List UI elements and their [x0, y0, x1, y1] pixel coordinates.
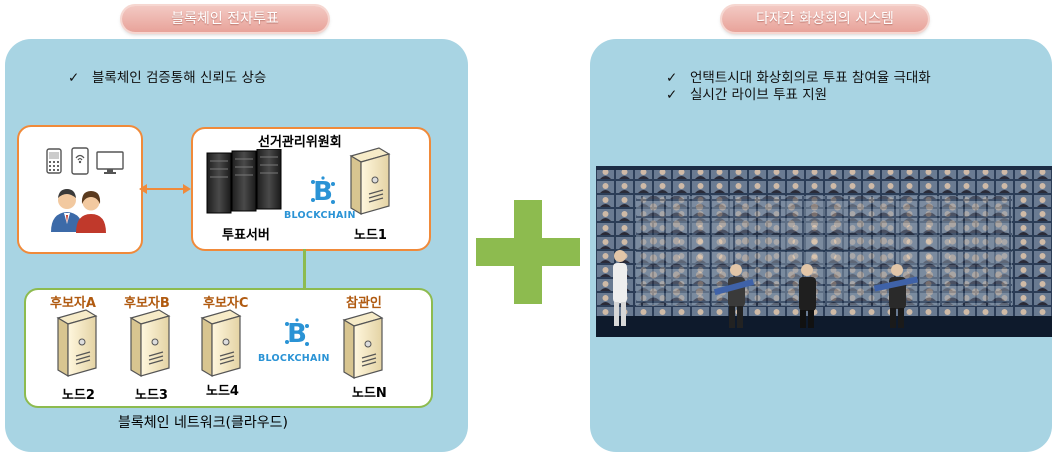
nodeN-label: 노드N [352, 386, 387, 401]
node3-server-icon [129, 309, 171, 378]
check-icon: ✓ [666, 70, 678, 86]
vote-server-label: 투표서버 [222, 228, 270, 243]
node4-server-icon [200, 309, 242, 378]
svg-text:B: B [287, 319, 307, 348]
connection-arrow [139, 184, 191, 194]
node1-server-icon [349, 147, 391, 216]
blockchain-label-top: BLOCKCHAIN [284, 210, 356, 221]
svg-text:B: B [313, 177, 333, 206]
left-title-pill: 블록체인 전자투표 [122, 6, 328, 32]
right-bullet-2: ✓실시간 라이브 투표 지원 [666, 87, 828, 103]
blockchain-logo-icon: B [311, 176, 335, 206]
node3-label: 노드3 [135, 388, 168, 403]
monitor-icon [96, 151, 124, 174]
tablet-icon [71, 147, 89, 175]
blockchain-logo-icon-bottom: B [285, 318, 309, 348]
candidate-a-label: 후보자A [50, 296, 96, 311]
video-conference-photo [596, 166, 1052, 337]
candidate-c-label: 후보자C [203, 296, 249, 311]
check-icon: ✓ [68, 70, 80, 86]
right-bullet-1: ✓언택트시대 화상회의로 투표 참여율 극대화 [666, 70, 931, 86]
blockchain-label-bottom: BLOCKCHAIN [258, 353, 330, 364]
voters-people-icon [51, 189, 106, 233]
right-title: 다자간 화상회의 시스템 [756, 11, 894, 27]
observer-label: 참관인 [346, 296, 382, 311]
node2-label: 노드2 [62, 388, 95, 403]
left-bullet: ✓블록체인 검증통해 신뢰도 상승 [68, 70, 267, 86]
server-rack-icon [206, 149, 282, 214]
vertical-connector [303, 249, 306, 289]
check-icon: ✓ [666, 87, 678, 103]
right-title-pill: 다자간 화상회의 시스템 [722, 6, 928, 32]
commission-label: 선거관리위원회 [258, 135, 342, 150]
nodeN-server-icon [342, 311, 384, 380]
node1-label: 노드1 [354, 228, 387, 243]
node2-server-icon [56, 309, 98, 378]
node4-label: 노드4 [206, 384, 239, 399]
plus-icon [476, 200, 580, 304]
network-caption: 블록체인 네트워크(클라우드) [118, 415, 288, 431]
candidate-b-label: 후보자B [124, 296, 170, 311]
phone-icon [46, 148, 62, 174]
left-title: 블록체인 전자투표 [171, 11, 279, 27]
